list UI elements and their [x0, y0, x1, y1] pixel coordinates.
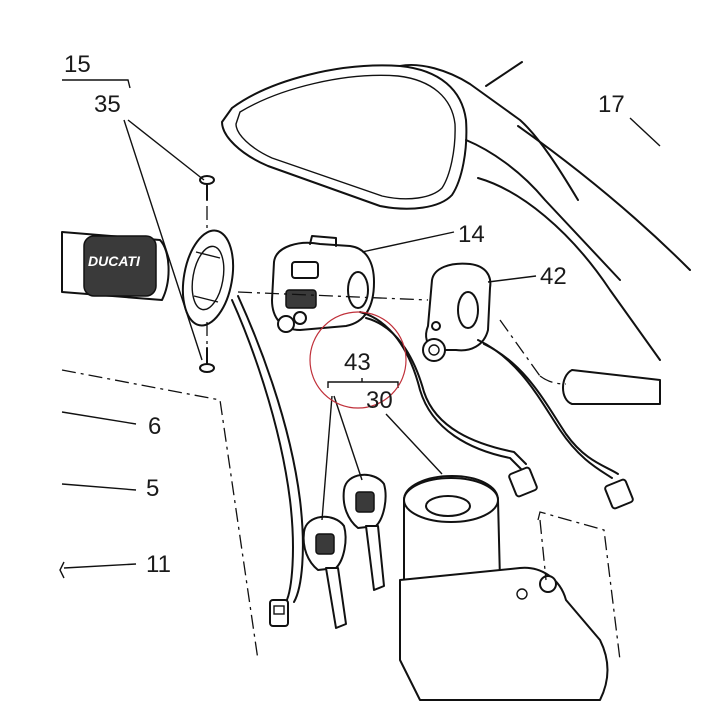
ignition-lock [399, 475, 609, 701]
label-11: 11 [146, 551, 171, 578]
highlight-circle [309, 311, 407, 409]
switch-cover [422, 262, 492, 362]
label-35: 35 [94, 91, 121, 118]
screw-bottom [199, 347, 215, 373]
label-30: 30 [366, 387, 393, 414]
label-17: 17 [598, 91, 625, 118]
label-15: 15 [64, 51, 91, 78]
label-43: 43 [344, 349, 371, 376]
handlebar-grip: DUCATI [61, 231, 170, 301]
mirror [221, 61, 691, 361]
key-left [302, 516, 347, 629]
switch-housing [271, 235, 375, 333]
grip-end-cap [181, 229, 235, 327]
label-5: 5 [146, 475, 159, 502]
grip-brand-text: DUCATI [88, 253, 141, 269]
screw-top [199, 175, 215, 201]
label-14: 14 [458, 221, 485, 248]
label-42: 42 [540, 263, 567, 290]
key-right [342, 474, 387, 591]
label-6: 6 [148, 413, 161, 440]
